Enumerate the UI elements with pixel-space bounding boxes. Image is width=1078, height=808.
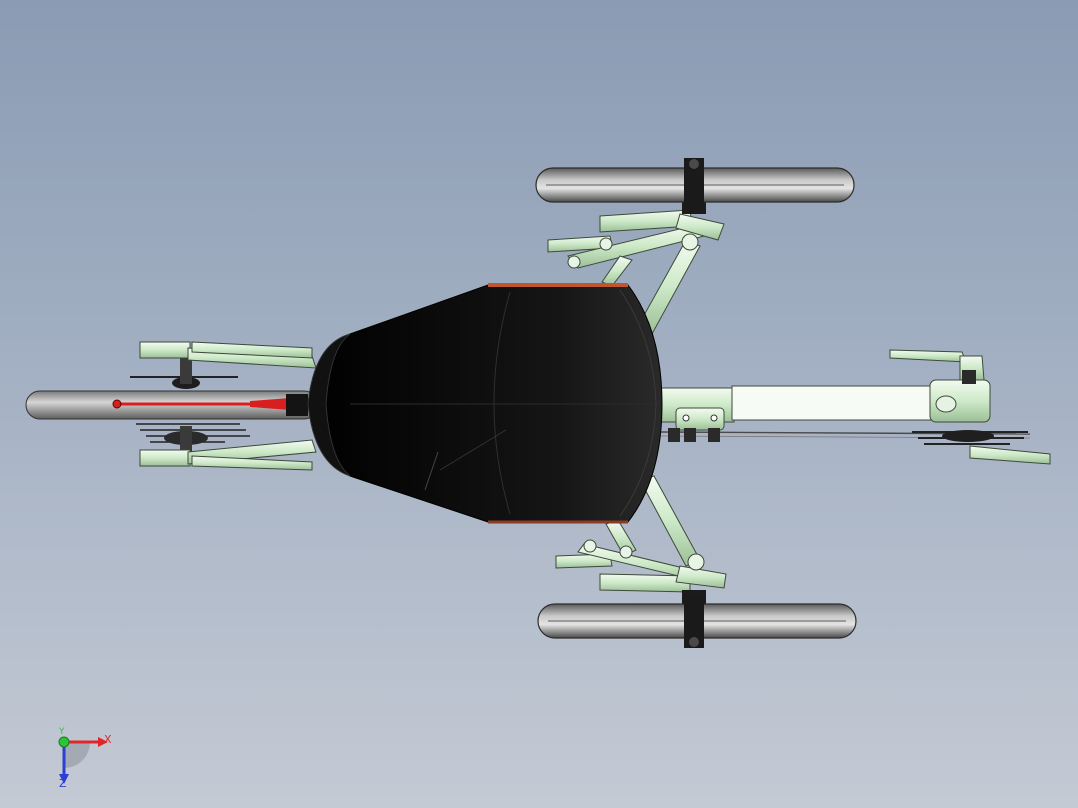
x-axis-label: X: [104, 733, 112, 746]
steering-linkage-upper: [547, 198, 725, 335]
right-front-hub: [684, 594, 704, 648]
chainring: [889, 349, 1051, 465]
right-front-wheel[interactable]: [537, 594, 857, 648]
steering-linkage-lower: [555, 475, 727, 606]
body-nose: [307, 333, 351, 477]
z-axis-label: Z: [59, 777, 67, 790]
boom-bolts: [668, 428, 720, 442]
triad-graphic: [58, 736, 108, 784]
left-front-hub: [684, 158, 704, 212]
y-axis-label: Y: [59, 727, 65, 737]
drive-chain-end: [112, 399, 122, 409]
rear-wheel[interactable]: [25, 390, 319, 420]
orientation-triad: X Y Z: [50, 727, 120, 792]
body-shell[interactable]: [307, 283, 663, 524]
rear-cassette: [130, 358, 250, 452]
pedal-boom[interactable]: [655, 379, 1031, 442]
left-front-wheel[interactable]: [535, 158, 855, 212]
y-axis-dot: [58, 736, 70, 748]
drive-chain-taper: [250, 398, 290, 410]
rear-hub: [286, 394, 308, 416]
seat-frame: [139, 341, 317, 471]
